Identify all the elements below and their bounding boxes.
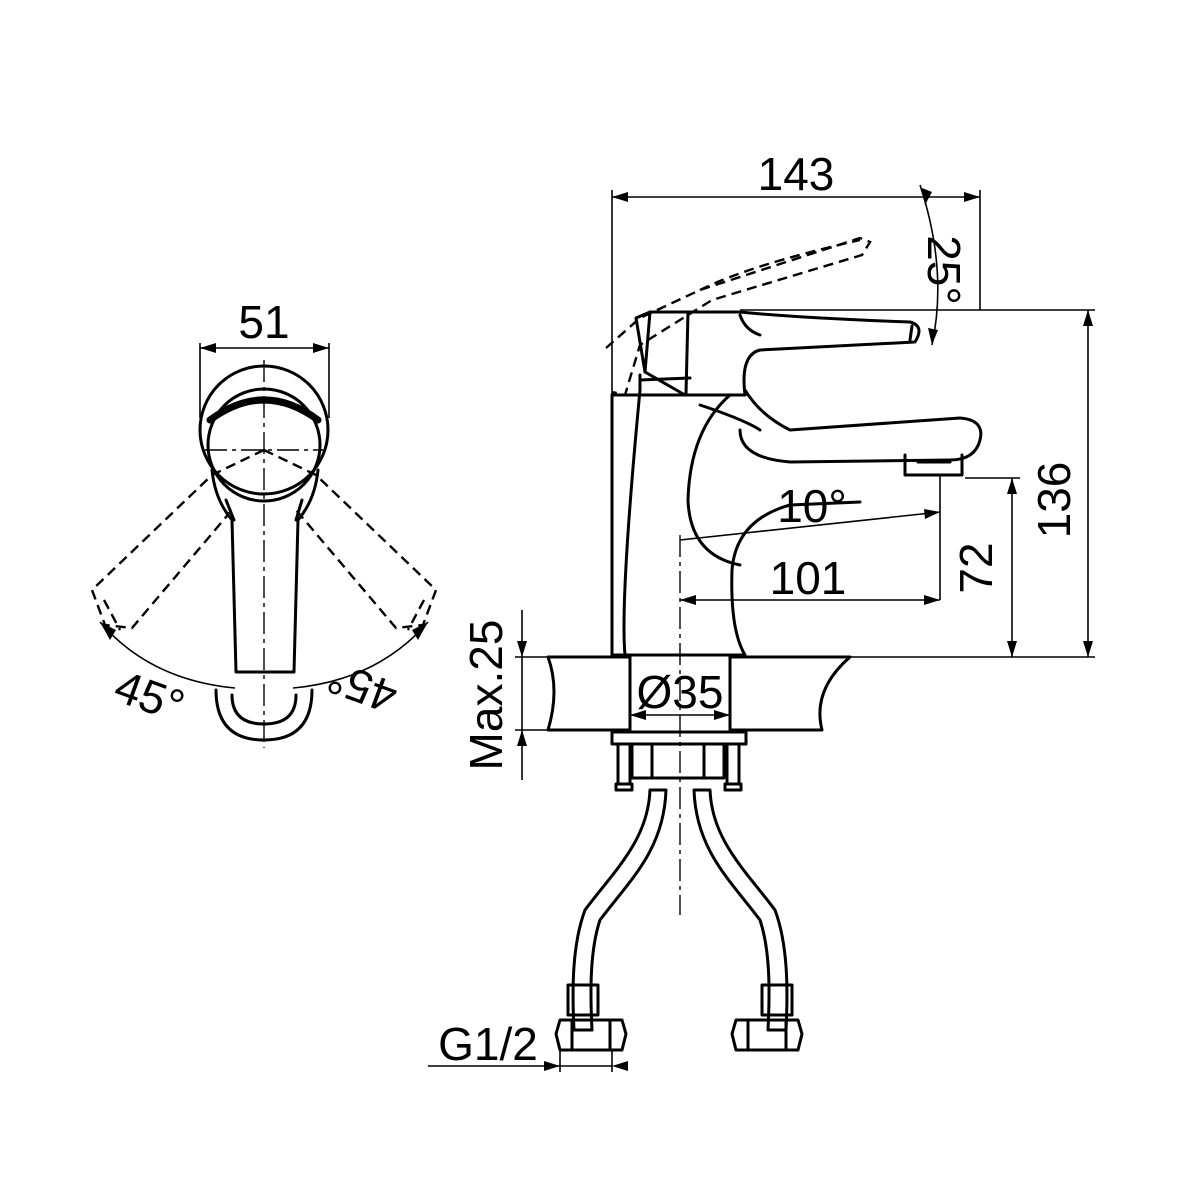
lever-tilt-arc <box>919 184 939 346</box>
lever-body <box>210 468 320 674</box>
lever-handle <box>634 310 921 397</box>
stud-right <box>725 742 741 786</box>
lever-tilt-label: 25° <box>918 235 970 305</box>
spout-angle-line <box>679 511 941 541</box>
aerator <box>903 453 964 477</box>
mounting-nut <box>630 742 726 780</box>
spout <box>738 388 983 464</box>
thread-label: G1/2 <box>438 1018 538 1070</box>
length-dimension-label: 143 <box>758 148 835 200</box>
max-counter-label: Max.25 <box>460 620 512 771</box>
side-view: 143 25° 136 10° <box>428 148 1095 1072</box>
countertop-left <box>546 655 632 732</box>
spout-height-label: 72 <box>950 542 1002 593</box>
countertop-right <box>728 655 852 732</box>
hose-left <box>571 788 668 1032</box>
width-dimension-label: 51 <box>238 296 289 348</box>
stud-left <box>616 742 632 786</box>
hose-right <box>692 788 789 1032</box>
faucet-body <box>610 393 862 657</box>
connector-nut-right <box>730 1018 804 1052</box>
connector-nut-left <box>554 1018 628 1052</box>
front-view: 51 45° 45° <box>90 296 438 748</box>
height-dimension-label: 136 <box>1028 462 1080 539</box>
mounting-plate <box>610 730 748 746</box>
hole-diameter-label: Ø35 <box>637 666 724 718</box>
angle-left-label: 45° <box>108 660 191 733</box>
spout-inner-curve <box>686 393 742 567</box>
spout-angle-label: 10° <box>777 480 847 532</box>
angle-right-label: 45° <box>321 651 404 724</box>
lever-right-45-position <box>263 448 438 630</box>
lever-left-45-position <box>90 448 265 630</box>
spout-reach-label: 101 <box>770 552 847 604</box>
